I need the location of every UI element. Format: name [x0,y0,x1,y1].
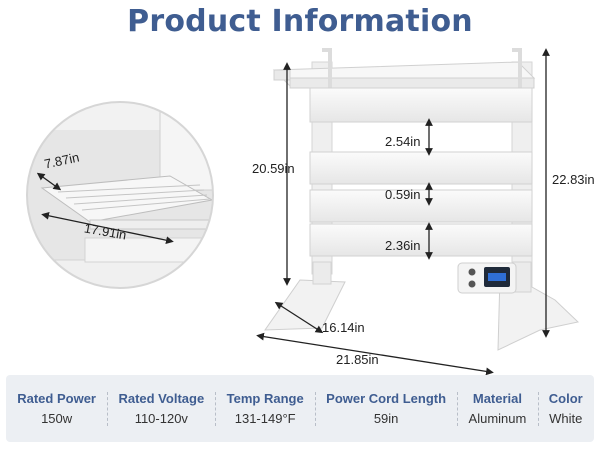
spec-label: Color [548,391,583,406]
spec-bar: Rated Power 150w Rated Voltage 110-120v … [6,375,594,442]
label-overall-width: 21.85in [336,352,379,367]
spec-value: 59in [373,411,399,426]
dimension-lines [256,48,550,375]
label-bar-thickness: 0.59in [385,187,421,202]
spec-rated-voltage: Rated Voltage 110-120v [107,384,215,434]
spec-label: Temp Range [226,391,304,406]
spec-value: White [549,411,583,426]
spec-rated-power: Rated Power 150w [6,384,107,434]
spec-power-cord-length: Power Cord Length 59in [314,384,457,434]
spec-label: Rated Voltage [118,391,205,406]
spec-material: Material Aluminum [457,384,537,434]
label-overall-height: 20.59in [252,161,295,176]
label-gap-bottom: 2.36in [385,238,421,253]
label-foot-depth: 16.14in [322,320,365,335]
spec-label: Power Cord Length [326,391,447,406]
spec-temp-range: Temp Range 131-149°F [215,384,315,434]
spec-label: Material [472,391,522,406]
spec-value: 110-120v [134,411,188,426]
rack-frame [264,48,580,351]
spec-value: 131-149°F [234,411,296,426]
control-panel-icon [457,262,517,294]
label-gap-top: 2.54in [385,134,421,149]
spec-label: Rated Power [17,391,96,406]
spec-color: Color White [537,384,594,434]
towel-rack-illustration [26,48,580,375]
page-title: Product Information [127,4,473,39]
shelf-zoom-illustration [26,101,214,289]
spec-value: 150w [41,411,73,426]
label-frame-height: 22.83in [552,172,595,187]
spec-value: Aluminum [468,411,527,426]
